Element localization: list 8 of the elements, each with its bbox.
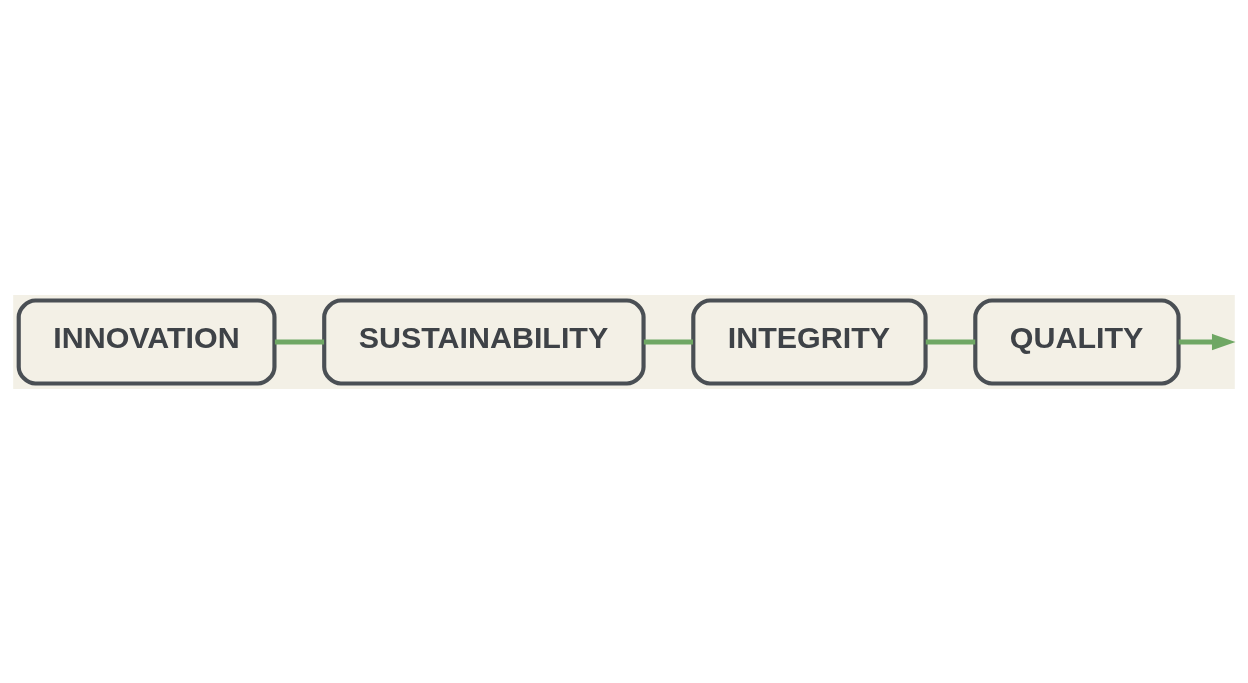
- connector: [925, 339, 976, 344]
- connector: [643, 339, 693, 344]
- node-box: QUALITY: [973, 297, 1181, 386]
- arrow: [1178, 333, 1236, 350]
- node-box: SUSTAINABILITY: [322, 297, 646, 386]
- connector: [274, 339, 325, 344]
- node-box: INNOVATION: [16, 297, 277, 386]
- node-box: INTEGRITY: [691, 297, 928, 386]
